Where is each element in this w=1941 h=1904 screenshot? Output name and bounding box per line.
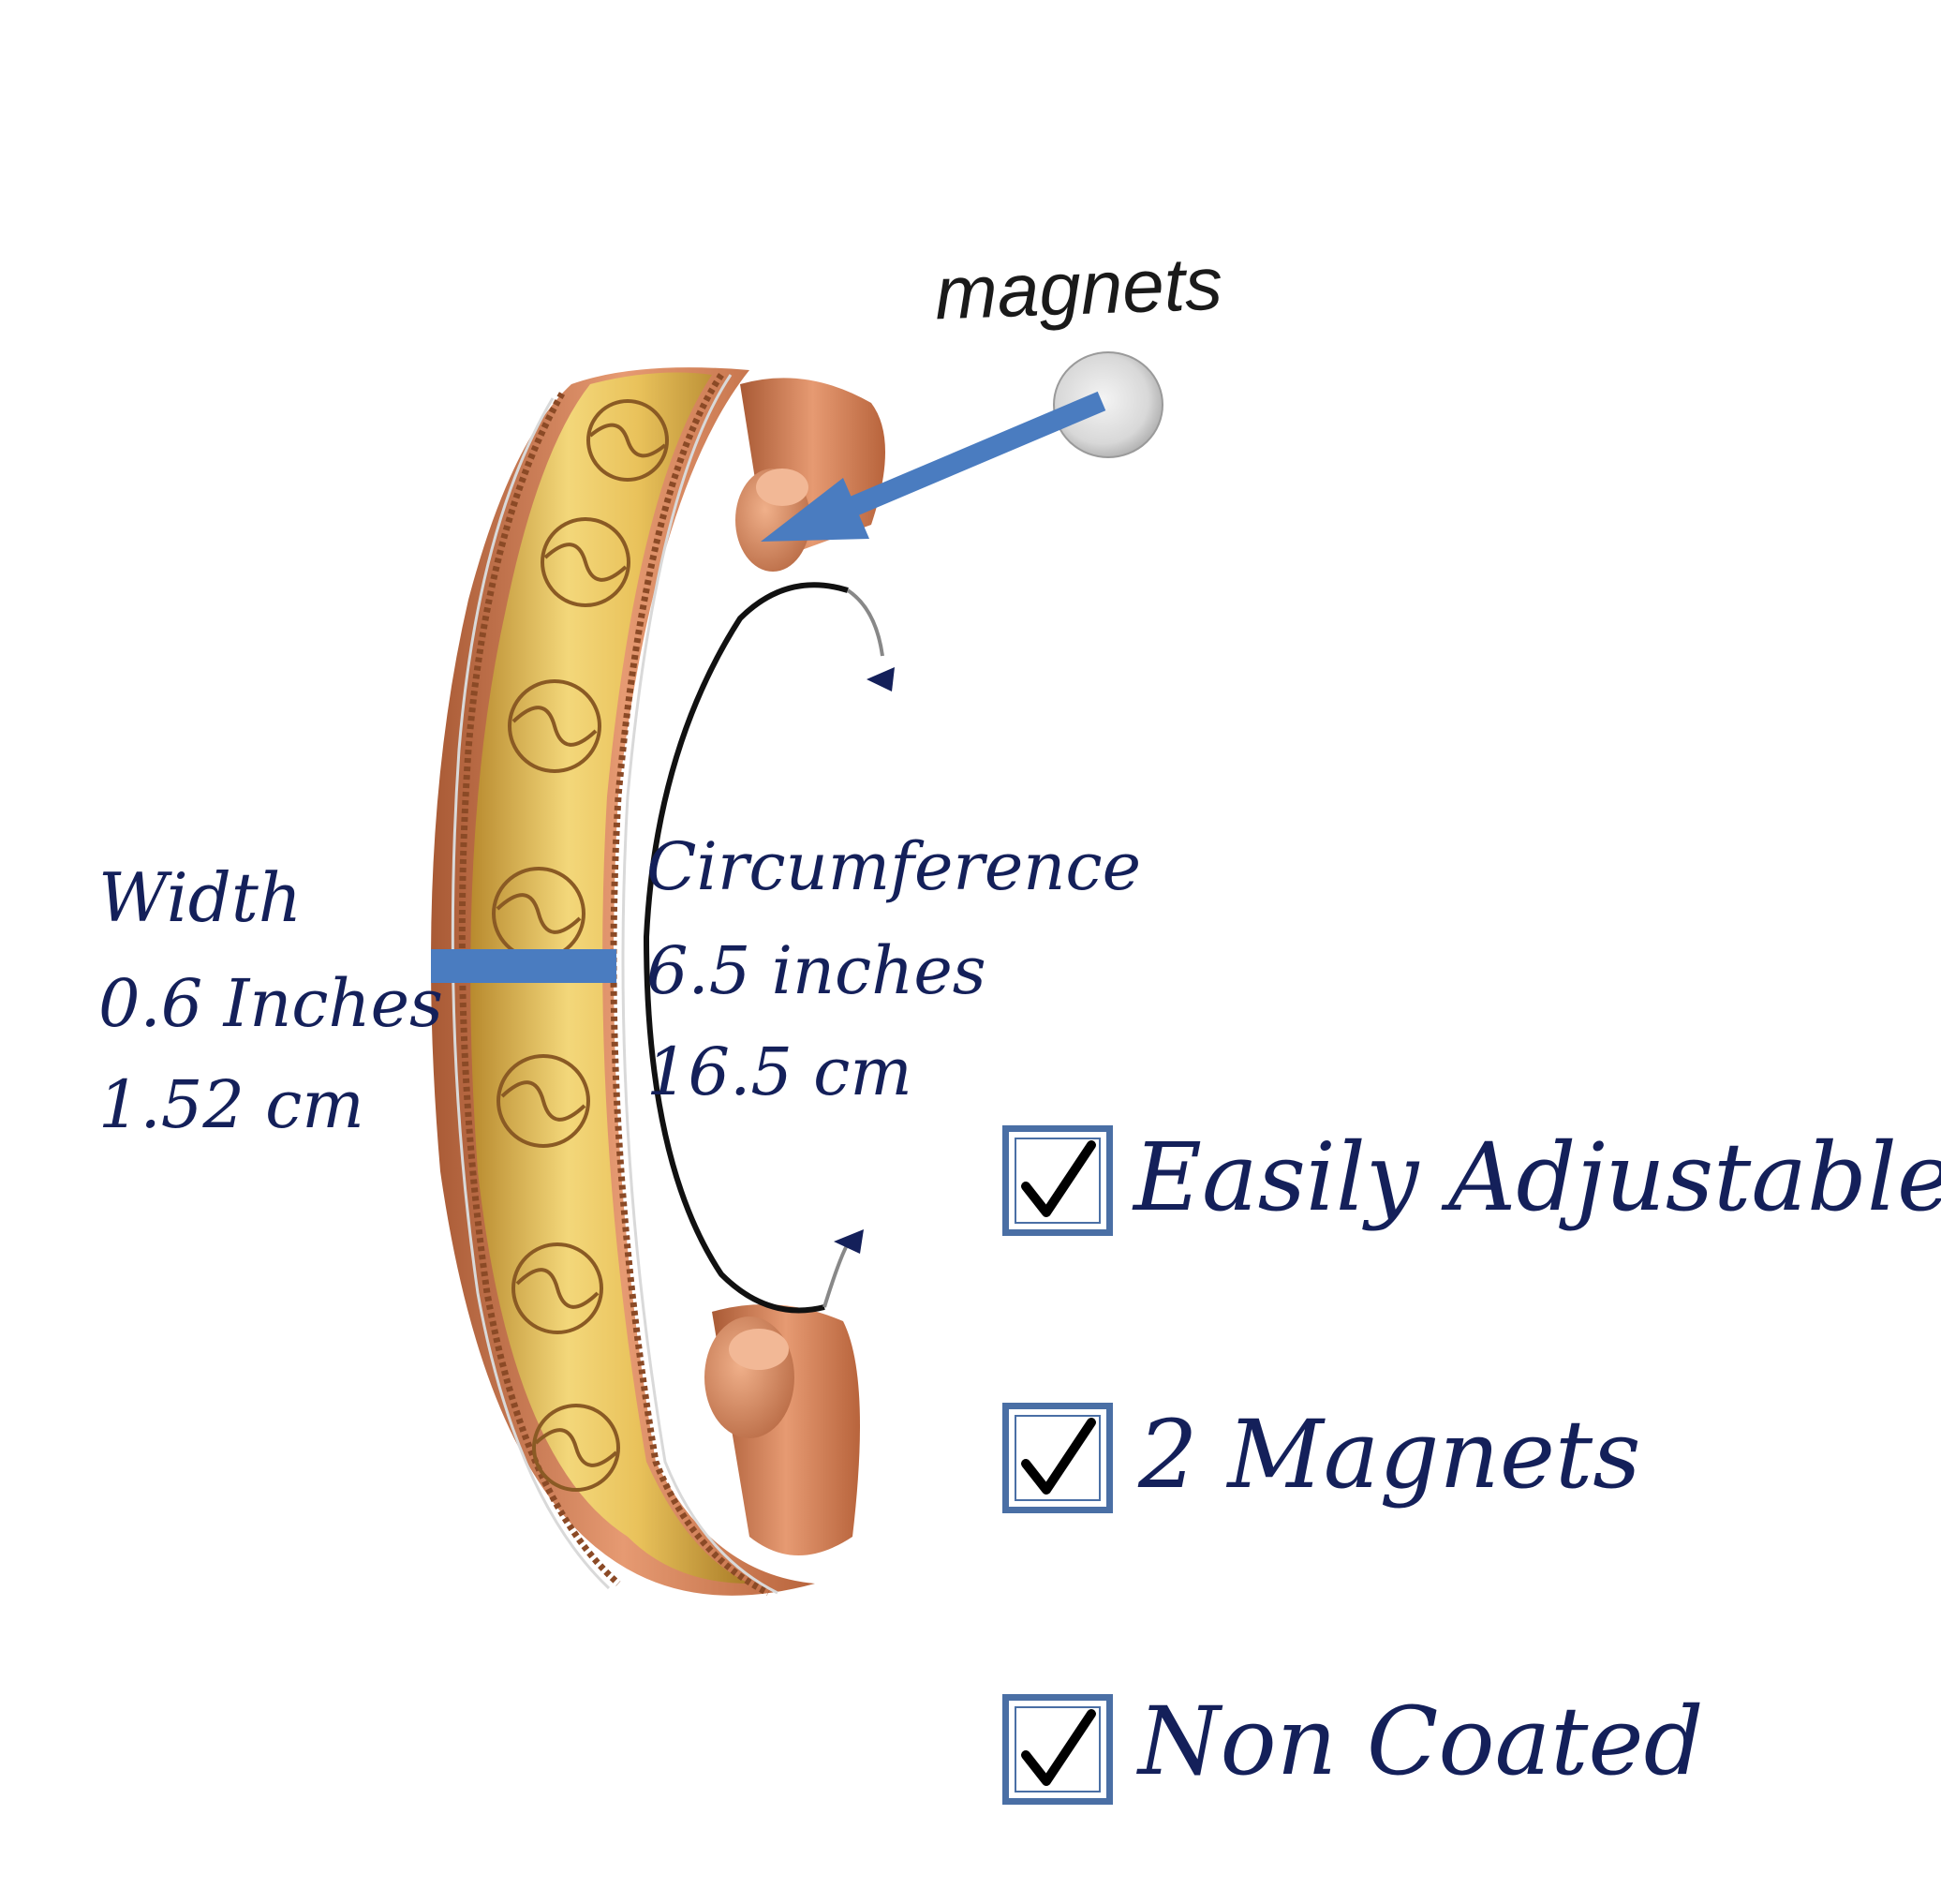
checkmark-icon (1021, 1140, 1096, 1217)
circumference-title: Circumference (646, 828, 1142, 905)
feature-label: Easily Adjustable (1133, 1123, 1941, 1232)
rope-border-left (458, 392, 621, 1586)
width-bar-icon (431, 949, 616, 983)
feature-label: 2 Magnets (1138, 1400, 1641, 1510)
pointer-arrow-icon (761, 391, 1106, 542)
checkmark-icon (1021, 1709, 1096, 1786)
rope-border-right (610, 373, 770, 1597)
circumference-cm: 16.5 cm (646, 1034, 912, 1110)
checkmark-icon (1021, 1418, 1096, 1495)
cuff-magnet-top (735, 469, 810, 572)
width-title: Width (98, 858, 303, 937)
brass-inlay (470, 372, 749, 1584)
width-cm: 1.52 cm (98, 1066, 364, 1143)
rotation-arrow-icon (643, 582, 895, 1314)
magnets-label: magnets (933, 241, 1224, 335)
feature-checkbox (1002, 1694, 1113, 1805)
feature-checkbox (1002, 1125, 1113, 1236)
cuff-magnet-bottom (704, 1316, 794, 1438)
yin-yang-pattern (492, 399, 669, 1492)
feature-label: Non Coated (1138, 1687, 1704, 1796)
magnet-disc-icon (1053, 351, 1163, 458)
width-inches: 0.6 Inches (98, 965, 443, 1042)
feature-checkbox (1002, 1403, 1113, 1513)
circumference-inches: 6.5 inches (646, 932, 986, 1009)
